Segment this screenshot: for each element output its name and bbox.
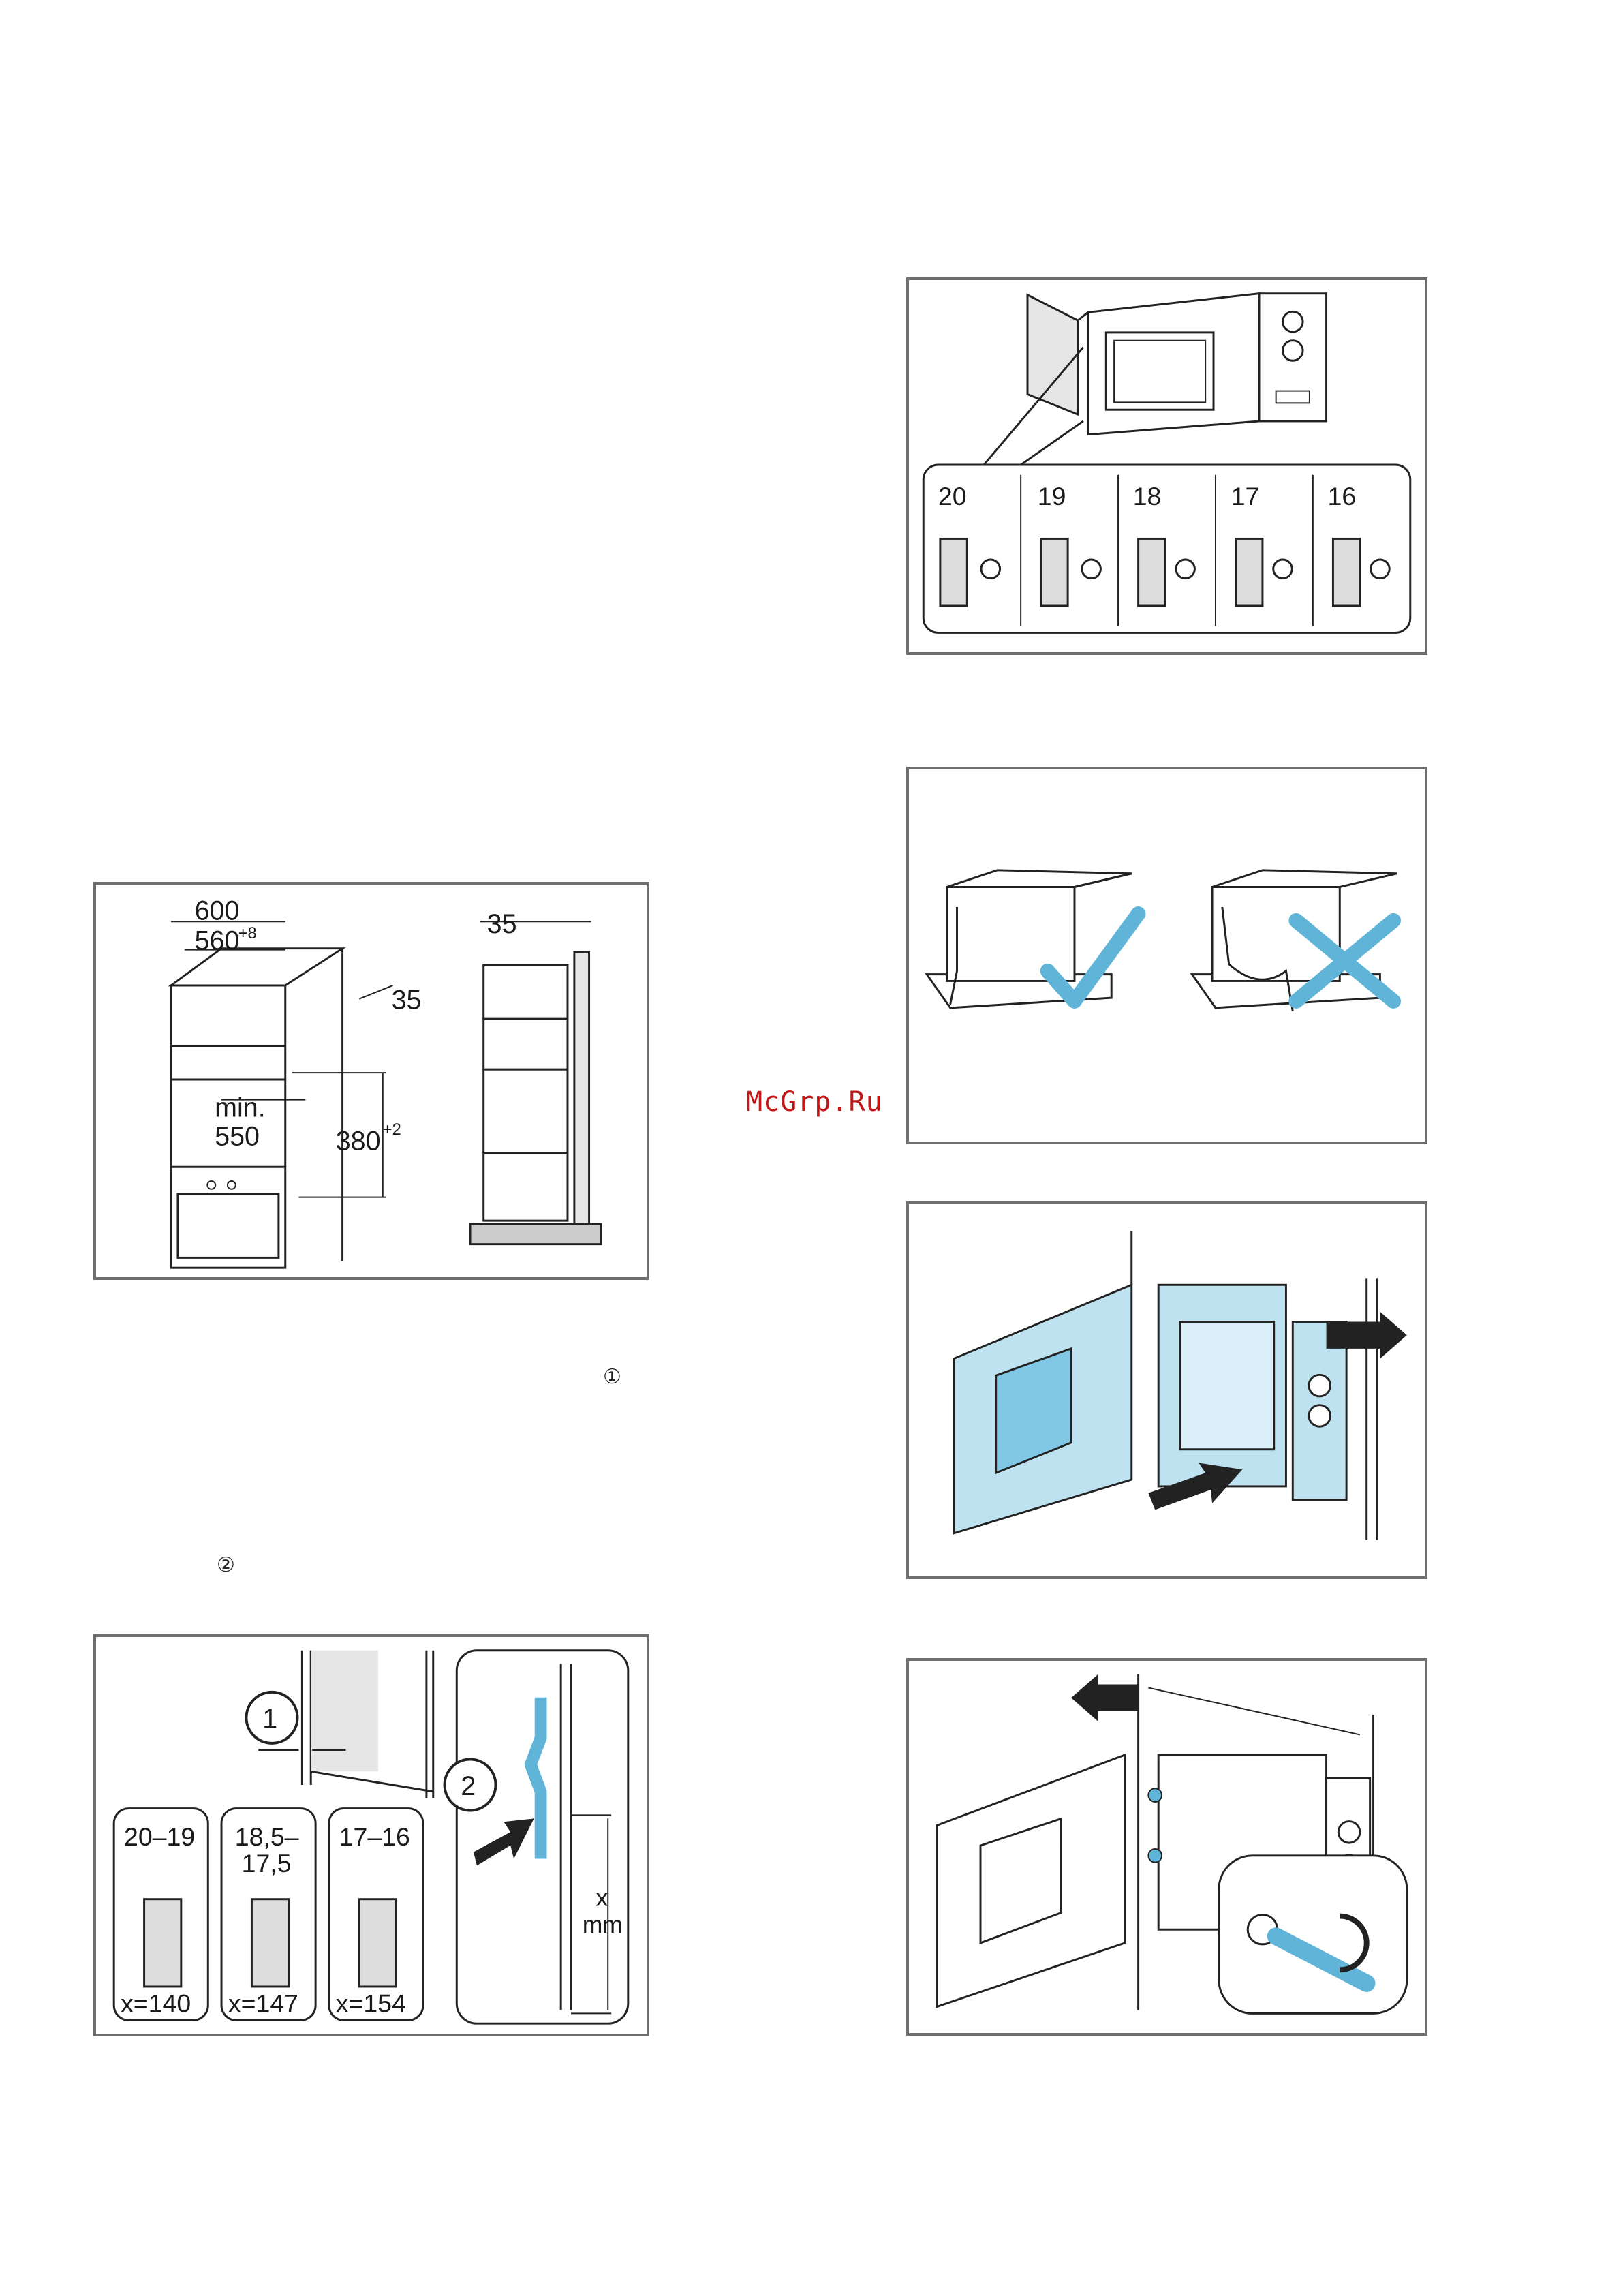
spacer-label-4: 16 [1328, 482, 1357, 510]
x-value: x=147 [228, 1989, 298, 2017]
dim-width-inner: 560 [195, 926, 240, 956]
screw-fastening-diagram [909, 1661, 1425, 2033]
dim-width-inner-tolerance: +8 [238, 925, 257, 943]
spacer-label-0: 20 [938, 482, 967, 510]
thickness-range-2: 17,5 [242, 1849, 292, 1878]
step-marker-2: ② [217, 1553, 235, 1577]
spacer-label-2: 18 [1133, 482, 1162, 510]
thickness-column-2: 17–16 x=154 [329, 1809, 423, 2021]
spacer-diagram: 20 19 18 17 16 [909, 280, 1425, 652]
dim-width-total: 600 [195, 896, 240, 925]
x-unit: mm [583, 1911, 623, 1938]
thickness-range: 20–19 [124, 1822, 195, 1851]
figure-mounting-bracket: 1 2 x mm 20–19 x=140 18,5– 17,5 x=147 [93, 1634, 649, 2036]
correct-installation [927, 870, 1138, 1008]
spacer-label-1: 19 [1038, 482, 1066, 510]
thickness-column-0: 20–19 x=140 [114, 1809, 208, 2021]
watermark: McGrp.Ru [746, 1086, 883, 1118]
incorrect-installation [1192, 870, 1397, 1011]
spacer-label-3: 17 [1231, 482, 1260, 510]
figure-insert-appliance [906, 1201, 1427, 1579]
callout-2: 2 [461, 1771, 476, 1801]
figure-cable-routing [906, 767, 1427, 1144]
arrow-left-icon [1071, 1674, 1139, 1721]
niche-dimensions-diagram: 600 560 +8 35 min. 550 380 +2 35 [96, 885, 647, 1277]
figure-screw-fastening [906, 1658, 1427, 2036]
x-label: x [596, 1884, 608, 1912]
figure-niche-dimensions: 600 560 +8 35 min. 550 380 +2 35 [93, 882, 649, 1280]
dim-side: 35 [392, 985, 422, 1015]
dim-height: 380 [336, 1127, 381, 1157]
insert-appliance-diagram [909, 1204, 1425, 1576]
thickness-column-1: 18,5– 17,5 x=147 [221, 1809, 315, 2021]
cable-routing-diagram [909, 769, 1425, 1142]
figure-spacer-selection: 20 19 18 17 16 [906, 277, 1427, 655]
step-marker-1: ① [603, 1365, 621, 1389]
x-value: x=140 [121, 1989, 191, 2017]
thickness-range: 17–16 [339, 1822, 410, 1851]
callout-1: 1 [262, 1704, 277, 1734]
dim-depth-value: 550 [215, 1122, 260, 1152]
dim-side-right: 35 [487, 909, 517, 939]
thickness-range: 18,5– [235, 1822, 299, 1851]
dim-depth-prefix: min. [215, 1092, 266, 1122]
dim-height-tolerance: +2 [383, 1121, 401, 1139]
x-value: x=154 [336, 1989, 406, 2017]
mounting-bracket-diagram: 1 2 x mm 20–19 x=140 18,5– 17,5 x=147 [96, 1637, 647, 2034]
